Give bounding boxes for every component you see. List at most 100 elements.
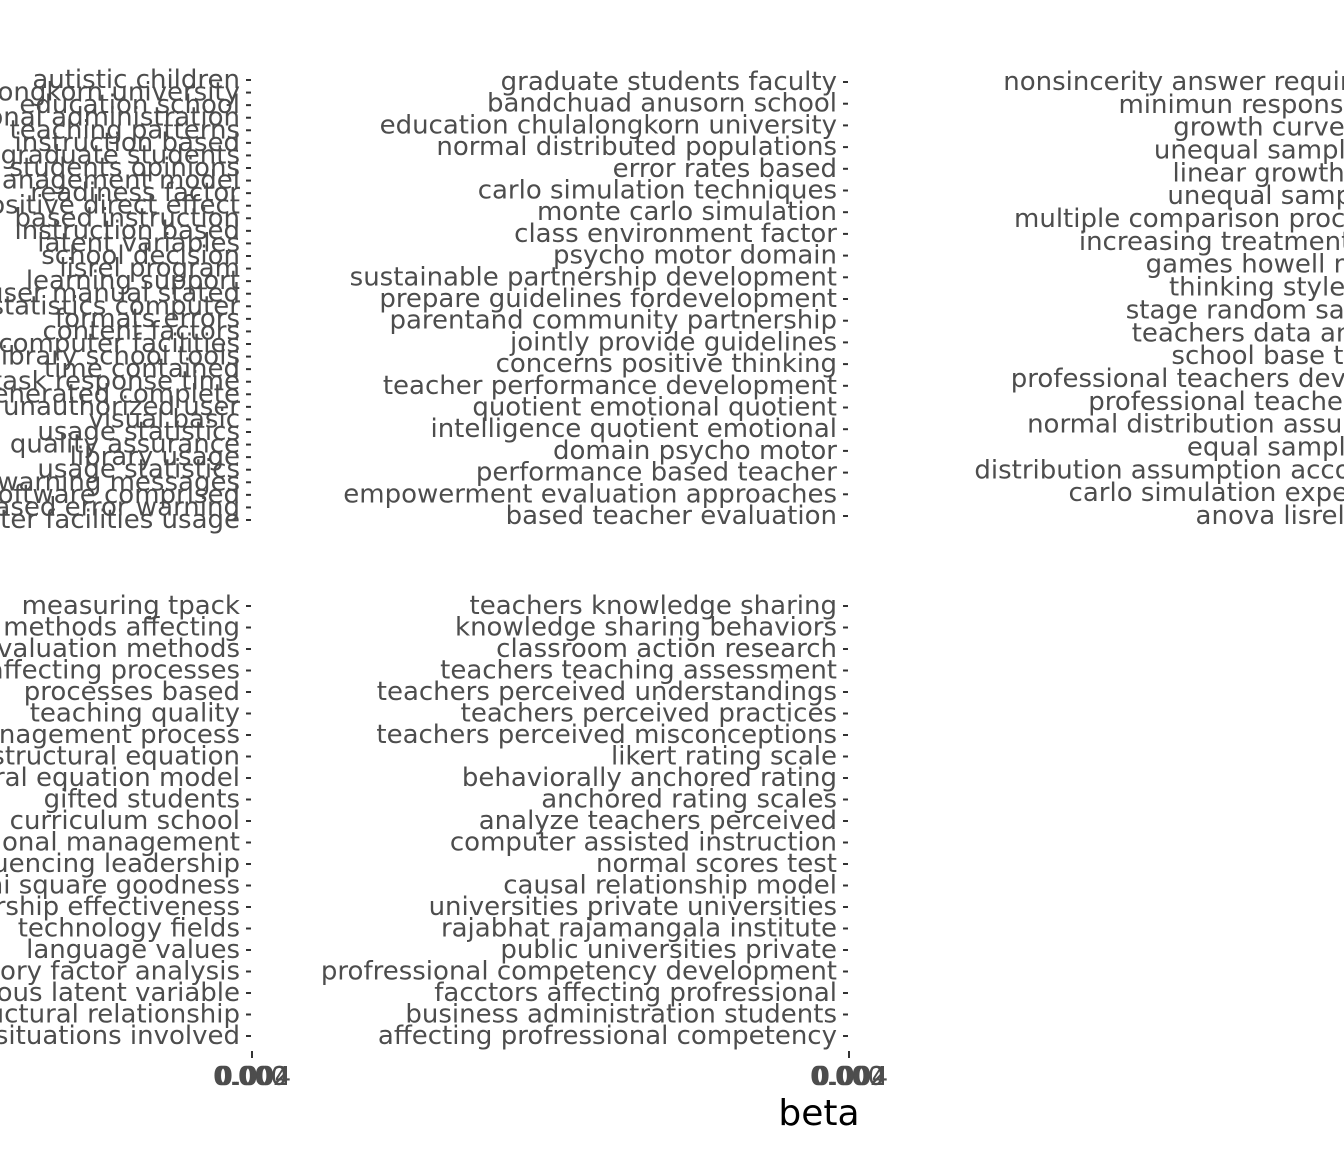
y-tick-label: situations involved xyxy=(0,1021,240,1051)
y-tick-label: graduate students xyxy=(1,140,240,170)
y-tick-label: normal distributed populations xyxy=(436,132,837,162)
y-tick-label: methods affecting xyxy=(3,613,240,643)
y-tick-label: structural equation model xyxy=(0,763,240,793)
y-tick-label: unequal sample size xyxy=(1167,181,1344,211)
y-tick-label: domain psycho motor xyxy=(553,436,837,466)
y-tick-label: psycho motor domain xyxy=(553,241,837,271)
y-tick-label: class environment factor xyxy=(514,219,837,249)
y-tick-label: affecting profressional competency xyxy=(378,1021,837,1051)
y-tick-label: generated complete xyxy=(0,379,240,409)
y-tick-label: visual basic xyxy=(88,404,240,434)
y-tick-label: curriculum school xyxy=(10,806,240,836)
y-tick-label: educational management xyxy=(0,828,240,858)
y-tick-label: readiness factor xyxy=(30,178,240,208)
y-tick-label: normal distribution assumption xyxy=(1027,410,1344,440)
y-tick-label: educational administration xyxy=(0,103,240,133)
y-tick-label: instruction based xyxy=(15,128,240,158)
y-tick-label: concerns positive thinking xyxy=(496,349,837,379)
y-tick-label: statistics computer xyxy=(0,291,240,321)
y-tick-label: school decision xyxy=(41,241,240,271)
y-tick-label: anchored rating scales xyxy=(541,785,837,815)
y-tick-label: behaviorally anchored rating xyxy=(462,763,837,793)
y-tick-label: affecting processes xyxy=(0,656,240,686)
y-tick-label: evaluation methods xyxy=(0,634,240,664)
y-tick-label: content factors xyxy=(42,316,240,346)
y-tick-label: carlo simulation techniques xyxy=(478,176,837,206)
y-tick-label: unauthorized user xyxy=(3,392,240,422)
y-tick-label: universities private universities xyxy=(429,892,837,922)
y-tick-label: normal scores test xyxy=(596,849,837,879)
y-tick-label: empowerment evaluation approaches xyxy=(343,479,837,509)
y-tick-label: monte carlo simulation xyxy=(537,197,837,227)
facet-panel-3: nonsincerity answer requirementminimun r… xyxy=(974,67,1344,531)
x-tick-label: 0.004 xyxy=(814,1062,888,1092)
y-tick-label: structural equation xyxy=(0,742,240,772)
y-tick-label: rajabhat rajamangala institute xyxy=(441,914,837,944)
y-tick-label: warning messages xyxy=(0,467,240,497)
y-tick-label: stage random sampling xyxy=(1126,295,1344,325)
y-tick-label: quotient emotional quotient xyxy=(472,393,837,423)
y-tick-label: bandchuad anusorn school xyxy=(487,89,837,119)
y-tick-label: equal sample sizes xyxy=(1187,432,1344,462)
y-tick-label: confirmatory factor analysis xyxy=(0,957,240,987)
y-tick-label: intelligence quotient emotional xyxy=(430,414,837,444)
y-tick-label: formats errors xyxy=(55,304,240,334)
y-tick-label: anova lisrel model xyxy=(1196,501,1344,531)
y-tick-label: increasing treatment effect xyxy=(1079,227,1344,257)
x-axis-title: beta xyxy=(778,1093,859,1134)
y-tick-label: education chulalongkorn university xyxy=(380,110,837,140)
y-tick-label: lisrel program xyxy=(59,254,240,284)
y-tick-label: nonsincerity answer requirement xyxy=(1003,67,1344,97)
x-tick-label: 0.004 xyxy=(217,1062,291,1092)
y-tick-label: teachers knowledge sharing xyxy=(470,591,837,621)
y-tick-label: chi square goodness xyxy=(0,871,240,901)
y-tick-label: positive direct effect xyxy=(0,191,240,221)
y-tick-label: performance based teacher xyxy=(476,458,837,488)
y-tick-label: jointly provide guidelines xyxy=(509,327,837,357)
y-tick-label: based teacher evaluation xyxy=(506,501,837,531)
y-tick-label: teaching patterns xyxy=(10,115,240,145)
y-tick-label: based instruction xyxy=(15,203,240,233)
y-tick-label: facctors affecting profressional xyxy=(434,978,837,1008)
y-tick-label: unequal sample sizes xyxy=(1154,136,1344,166)
y-tick-label: minimun response rates xyxy=(1118,90,1344,120)
y-tick-label: instruction based xyxy=(15,216,240,246)
y-tick-label: teaching quality xyxy=(30,699,240,729)
y-tick-label: leadership effectiveness xyxy=(0,892,240,922)
y-tick-label: teachers data analyses xyxy=(1132,318,1344,348)
y-tick-label: carlo simulation experiment xyxy=(1069,478,1344,508)
y-tick-label: usage statistics xyxy=(37,417,240,447)
y-tick-label: based error warning xyxy=(0,492,240,522)
y-tick-label: language values xyxy=(26,935,240,965)
y-tick-label: graduate students faculty xyxy=(501,67,837,97)
y-tick-label: professional teachers data xyxy=(1088,387,1344,417)
y-tick-label: distribution assumption accounting xyxy=(974,455,1344,485)
y-tick-label: prepare guidelines fordevelopment xyxy=(379,284,837,314)
y-tick-label: analyze teachers perceived xyxy=(479,806,837,836)
y-tick-label: classroom action research xyxy=(496,634,837,664)
y-tick-label: teachers teaching assessment xyxy=(440,656,837,686)
y-tick-label: library school tools xyxy=(0,342,240,372)
y-tick-label: software comprised xyxy=(0,480,240,510)
y-tick-label: education school xyxy=(19,90,240,120)
y-tick-label: technology fields xyxy=(18,914,240,944)
y-tick-label: linear growth model xyxy=(1173,158,1344,188)
y-tick-label: management process xyxy=(0,720,240,750)
facet-panel-1: autistic childrenchulalongkorn universit… xyxy=(0,65,251,535)
x-tick-label: 0.002 xyxy=(812,1062,886,1092)
y-tick-label: library usage xyxy=(70,442,240,472)
y-tick-label: learning support xyxy=(26,266,240,296)
y-tick-label: autistic children xyxy=(32,65,240,95)
x-tick-label: 0.002 xyxy=(215,1062,289,1092)
y-tick-label: multiple comparison procedures xyxy=(1014,204,1344,234)
y-tick-label: profressional competency development xyxy=(321,957,837,987)
y-tick-label: task response time xyxy=(0,367,240,397)
chart-panels: autistic childrenchulalongkorn universit… xyxy=(0,65,1344,1092)
y-tick-label: chulalongkorn university xyxy=(0,78,240,108)
y-tick-label: management model xyxy=(0,166,240,196)
